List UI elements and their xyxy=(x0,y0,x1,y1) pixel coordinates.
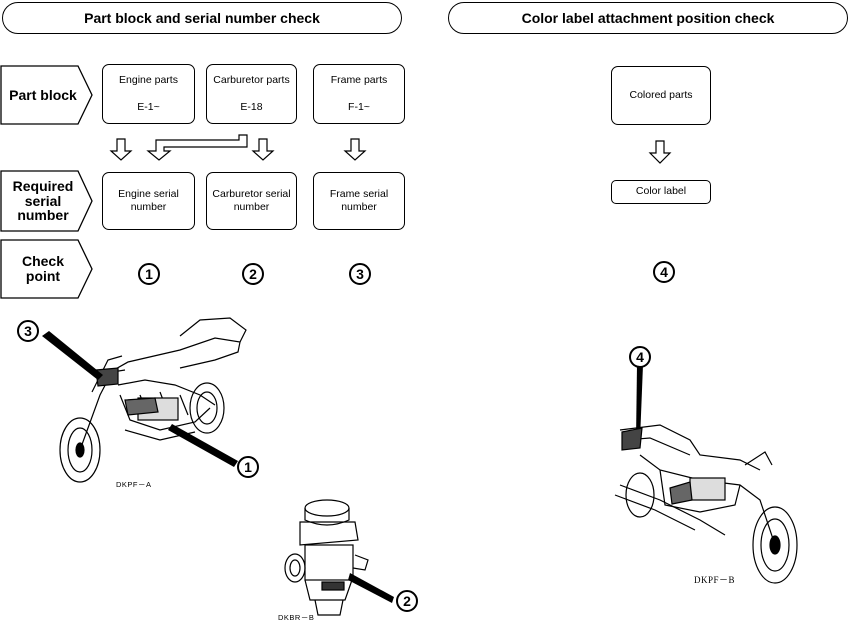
part-block-carburetor-name: Carburetor parts xyxy=(213,74,290,87)
required-serial-chevron xyxy=(0,170,93,232)
serial-engine-line-2: number xyxy=(130,201,167,213)
callout-lines xyxy=(42,331,643,603)
part-block-carburetor-code: E-18 xyxy=(240,100,263,113)
required-serial-number-line-3: number xyxy=(17,207,69,224)
part-block-engine: Engine parts E-1~ xyxy=(102,64,195,124)
right-section-title: Color label attachment position check xyxy=(448,2,848,34)
motorcycle-right-illustration xyxy=(614,424,798,584)
serial-carburetor: Carburetor serial number xyxy=(206,172,297,230)
serial-frame-line-2: number xyxy=(341,201,377,213)
check-point-line-2: point xyxy=(25,268,61,284)
carburetor-illustration xyxy=(284,499,369,616)
check-point-1: 1 xyxy=(138,263,160,285)
arrow-frame xyxy=(343,138,367,161)
serial-carburetor-line-2: number xyxy=(233,201,270,213)
check-point-3: 3 xyxy=(349,263,371,285)
callout-color-label: 4 xyxy=(629,346,651,368)
required-serial-number-label: Required serial number xyxy=(1,171,85,231)
part-block-label: Part block xyxy=(9,86,77,103)
caption-motorcycle-left: DKPF－A xyxy=(116,480,152,489)
callout-line-engine xyxy=(168,424,238,467)
callout-frame: 3 xyxy=(17,320,39,342)
required-serial-number-line-2: serial xyxy=(24,192,62,209)
serial-carburetor-line-1: Carburetor serial xyxy=(212,187,291,200)
arrow-carb-to-engine xyxy=(146,134,248,161)
part-block-engine-name: Engine parts xyxy=(119,74,178,87)
colored-parts-box: Colored parts xyxy=(611,66,711,125)
arrow-carb xyxy=(251,138,275,161)
callout-engine: 1 xyxy=(237,456,259,478)
color-label-box: Color label xyxy=(611,180,711,204)
callout-line-frame xyxy=(42,331,103,380)
callout-line-color xyxy=(636,365,643,440)
arrow-colored xyxy=(648,140,672,164)
left-section-title: Part block and serial number check xyxy=(2,2,402,34)
serial-engine-line-1: Engine serial xyxy=(118,187,179,200)
check-point-4: 4 xyxy=(653,261,675,283)
serial-frame: Frame serial number xyxy=(313,172,405,230)
part-block-chevron xyxy=(0,65,93,125)
arrow-engine xyxy=(109,138,133,161)
check-point-chevron xyxy=(0,239,93,299)
part-block-frame: Frame parts F-1~ xyxy=(313,64,405,124)
check-point-line-1: Check xyxy=(21,253,65,270)
check-point-2: 2 xyxy=(242,263,264,285)
serial-frame-line-1: Frame serial xyxy=(329,187,389,200)
required-serial-number-line-1: Required xyxy=(12,177,74,194)
serial-engine: Engine serial number xyxy=(102,172,195,230)
callout-carburetor: 2 xyxy=(396,590,418,612)
check-point-label: Check point xyxy=(1,240,85,298)
caption-motorcycle-right: DKPF－B xyxy=(694,575,736,585)
callout-line-carburetor xyxy=(348,573,394,603)
part-block-frame-code: F-1~ xyxy=(348,100,370,113)
part-block-frame-name: Frame parts xyxy=(330,74,388,87)
part-block-engine-code: E-1~ xyxy=(137,100,160,113)
part-block-carburetor: Carburetor parts E-18 xyxy=(206,64,297,124)
caption-carburetor: DKBR－B xyxy=(278,613,315,622)
